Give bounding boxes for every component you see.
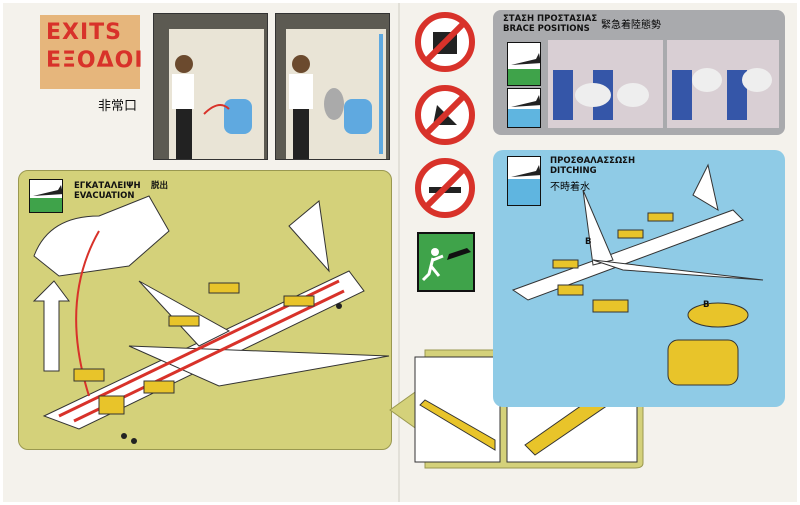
brace-water-icon xyxy=(507,88,541,128)
brace-positions-panel: ΣΤΑΣΗ ΠΡΟΣΤΑΣΙΑΣ BRACE POSITIONS 緊急着陸態勢 xyxy=(493,10,785,135)
brace-title-en: BRACE POSITIONS xyxy=(503,24,590,34)
ditching-title-gr: ΠΡΟΣΘΑΛΑΣΣΩΣΗ xyxy=(550,156,636,166)
brace-title-gr: ΣΤΑΣΗ ΠΡΟΣΤΑΣΙΑΣ xyxy=(503,14,598,24)
brace-photo-2 xyxy=(667,40,779,128)
no-smoking-icon xyxy=(415,158,475,218)
no-high-heels-icon xyxy=(415,85,475,145)
brace-title-jp: 緊急着陸態勢 xyxy=(601,20,661,31)
evacuation-title-jp: 脱出 xyxy=(151,181,169,191)
evacuation-panel: ΕΓΚΑΤΑΛΕΙΨΗ EVACUATION 脱出 xyxy=(18,170,392,450)
exits-title-jp: 非常口 xyxy=(98,99,138,114)
brace-land-icon xyxy=(507,42,541,86)
exits-header: EXITS ΕΞΟΔΟΙ xyxy=(40,15,144,89)
ditching-panel: ΠΡΟΣΘΑΛΑΣΣΩΣΗ DITCHING 不時着水 B B xyxy=(493,150,785,407)
ditching-title-en: DITCHING xyxy=(550,166,597,176)
raft-label-b-1: B xyxy=(585,237,592,247)
fold-line xyxy=(398,3,400,502)
ditching-title-jp: 不時着水 xyxy=(550,182,590,193)
no-baggage-icon xyxy=(415,12,475,72)
emergency-exit-sign-icon xyxy=(417,232,475,292)
evacuation-title-gr: ΕΓΚΑΤΑΛΕΙΨΗ xyxy=(74,181,141,191)
evacuation-title-en: EVACUATION xyxy=(74,191,135,201)
door-photo-2 xyxy=(275,13,390,160)
evacuation-aircraft-diagram xyxy=(32,195,390,444)
exits-title-gr: ΕΞΟΔΟΙ xyxy=(46,48,144,73)
raft-label-b-2: B xyxy=(703,300,710,310)
evacuation-plane-icon xyxy=(29,179,63,213)
door-photo-1 xyxy=(153,13,268,160)
ditching-aircraft-diagram xyxy=(511,163,764,386)
brace-photo-1 xyxy=(548,40,663,128)
ditching-water-icon xyxy=(507,156,541,206)
exits-title-en: EXITS xyxy=(46,20,123,45)
